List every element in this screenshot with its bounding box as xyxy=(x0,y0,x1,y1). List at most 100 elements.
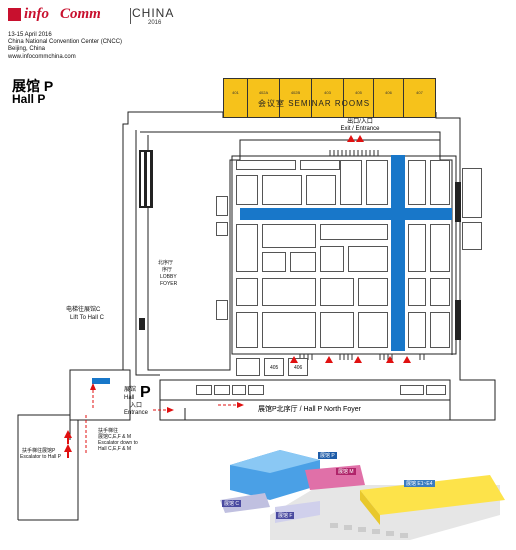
booth-block[interactable] xyxy=(236,160,296,170)
minimap-hall-c[interactable]: 展馆 C xyxy=(222,500,242,507)
exit-arrow-icon xyxy=(347,135,355,142)
seminar-room-405[interactable]: 405 xyxy=(344,79,374,117)
escalator-halls-cn: 展馆C,E,F & M xyxy=(98,434,132,440)
hall-p-letter: P xyxy=(140,384,151,401)
booth-block[interactable] xyxy=(216,300,228,320)
booth-block[interactable] xyxy=(232,385,246,395)
venue-minimap[interactable] xyxy=(210,445,510,545)
brand-region: CHINA xyxy=(132,6,175,20)
logo-comm-text: Comm xyxy=(60,6,101,22)
booth-block[interactable] xyxy=(358,312,388,348)
event-website[interactable]: www.infocommchina.com xyxy=(8,54,76,60)
booth-block[interactable] xyxy=(214,385,230,395)
event-city: Beijing, China xyxy=(8,46,46,52)
booth-block[interactable] xyxy=(262,252,286,272)
booth-block[interactable] xyxy=(236,175,258,205)
booth-block[interactable] xyxy=(430,278,450,306)
entrance-arrow-icon xyxy=(403,356,411,363)
seminar-room-401[interactable]: 401 xyxy=(224,79,248,117)
booth-block[interactable] xyxy=(358,278,388,306)
logo-mark-icon xyxy=(8,8,21,21)
booth-405[interactable]: 405 xyxy=(264,358,284,376)
logo-info-text: info xyxy=(24,6,50,22)
booth-block[interactable] xyxy=(262,278,316,306)
left-entrance-cn: 入口 xyxy=(130,403,143,409)
minimap-hall-p[interactable]: 展馆 P xyxy=(318,452,337,459)
booth-block[interactable] xyxy=(216,222,228,236)
booth-block[interactable] xyxy=(462,168,482,218)
event-venue: China National Convention Center (CNCC) xyxy=(8,39,123,45)
booth-block[interactable] xyxy=(408,160,426,205)
booth-block[interactable] xyxy=(408,312,426,348)
entrance-arrow-icon xyxy=(325,356,333,363)
lobby-desk xyxy=(92,378,110,384)
escalator-label-en: Escalator down to xyxy=(98,440,138,446)
booth-block[interactable] xyxy=(462,222,482,250)
seminar-rooms-title: 会议室 SEMINAR ROOMS xyxy=(258,99,371,108)
booth-block[interactable] xyxy=(306,175,336,205)
booth-block[interactable] xyxy=(320,278,354,306)
booth-block[interactable] xyxy=(290,252,316,272)
event-dates: 13-15 April 2016 xyxy=(8,32,52,38)
booth-block[interactable] xyxy=(236,278,258,306)
minimap-hall-m[interactable]: 展馆 M xyxy=(336,468,356,475)
booth-block[interactable] xyxy=(262,175,302,205)
booth-block[interactable] xyxy=(236,224,258,272)
booth-block[interactable] xyxy=(300,160,340,170)
logo-divider xyxy=(130,8,131,24)
escalator-p-en: Escalator to Hall P xyxy=(20,454,62,460)
booth-block[interactable] xyxy=(408,224,426,272)
seminar-rooms-block[interactable]: 401 402A 402B 403 405 406 407 xyxy=(223,78,436,118)
main-aisle-vertical xyxy=(391,155,405,351)
booth-block[interactable] xyxy=(430,160,450,205)
booth-block[interactable] xyxy=(400,385,424,395)
escalator-label-cn: 扶手梯往 xyxy=(98,428,119,434)
lobby-label-en2: FOYER xyxy=(160,281,178,287)
booth-block[interactable] xyxy=(348,246,388,272)
escalator-icon xyxy=(64,430,72,458)
escalator-label-en2: Hall C,E,F & M xyxy=(98,446,132,452)
booth-block[interactable] xyxy=(236,312,258,348)
infocomm-logo: info Comm xyxy=(8,6,148,26)
exit-arrow-icon xyxy=(356,135,364,142)
booth-block[interactable] xyxy=(248,385,264,395)
lift-label-cn: 电梯往展馆C xyxy=(66,307,101,313)
minimap-hall-f[interactable]: 展馆 F xyxy=(276,512,295,519)
north-foyer-label: 展馆P北序厅 / Hall P North Foyer xyxy=(258,406,361,413)
booth-block[interactable] xyxy=(320,224,388,240)
entrance-arrow-icon xyxy=(386,356,394,363)
booth-block[interactable] xyxy=(366,160,388,205)
booth-block[interactable] xyxy=(340,160,362,205)
booth-block[interactable] xyxy=(262,312,316,348)
seminar-room-407[interactable]: 407 xyxy=(416,90,423,95)
hall-title-cn: 展馆 P xyxy=(12,78,54,94)
booth-block[interactable] xyxy=(320,312,354,348)
booth-block[interactable] xyxy=(262,224,316,248)
seminar-room-402a[interactable]: 402A xyxy=(248,79,280,117)
booth-block[interactable] xyxy=(196,385,212,395)
booth-block[interactable] xyxy=(216,196,228,216)
booth-block[interactable] xyxy=(430,312,450,348)
seminar-room-403[interactable]: 403 xyxy=(312,79,344,117)
lobby-label-en: LOBBY xyxy=(160,274,177,280)
entrance-arrow-icon xyxy=(290,356,298,363)
hall-p-small-en: Hall xyxy=(124,395,135,401)
booth-block[interactable] xyxy=(408,278,426,306)
booth-block[interactable] xyxy=(236,358,260,376)
seminar-room-402b[interactable]: 402B xyxy=(280,79,312,117)
lobby-label-cn: 北序厅 xyxy=(158,260,174,266)
brand-year: 2016 xyxy=(148,20,162,26)
left-entrance-en: Entrance xyxy=(124,410,149,416)
top-exit-label: 出口/入口 Exit / Entrance xyxy=(320,119,400,133)
top-exit-cn: 出口/入口 xyxy=(347,119,373,125)
minimap-hall-e[interactable]: 展馆 E1~E4 xyxy=(404,480,435,487)
booth-block[interactable] xyxy=(320,246,344,272)
hall-p-small-cn: 展馆 xyxy=(124,387,137,393)
lift-label-en: Lift To Hall C xyxy=(70,315,104,321)
booth-block[interactable] xyxy=(430,224,450,272)
lobby-label-cn2: 序厅 xyxy=(162,267,173,273)
booth-block[interactable] xyxy=(426,385,446,395)
seminar-room-406[interactable]: 406 xyxy=(374,79,404,117)
